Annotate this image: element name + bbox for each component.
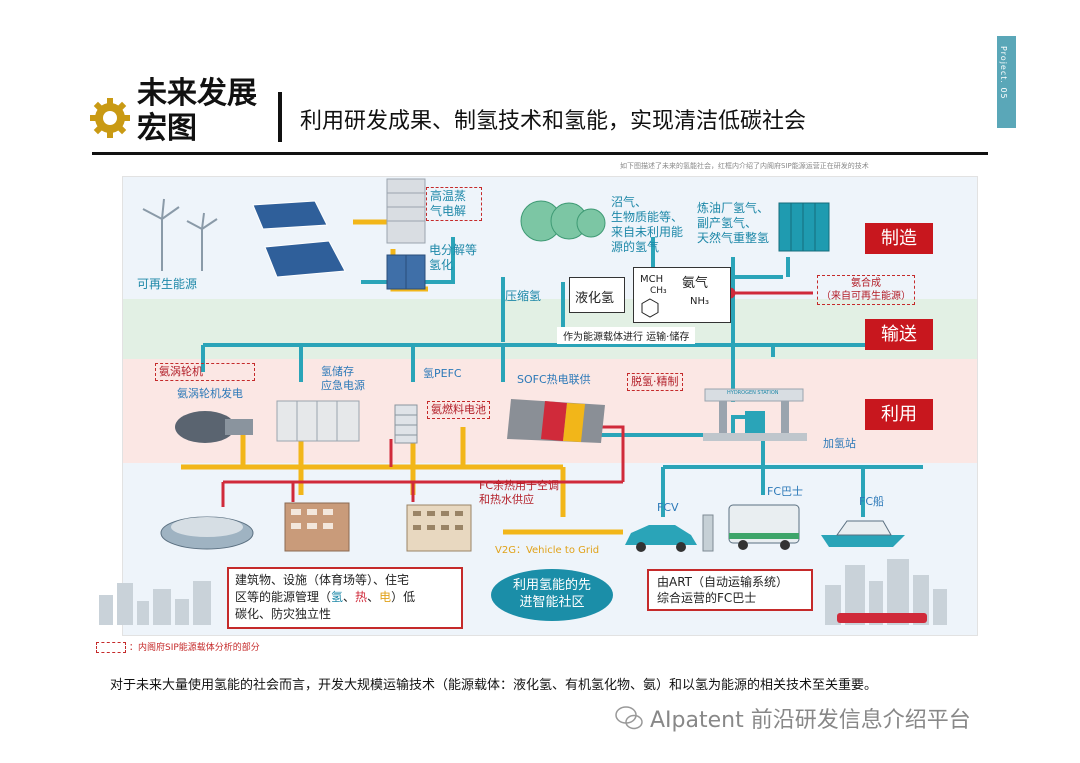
turbine-icon xyxy=(175,411,253,443)
steam-electrolysis-label: 高温蒸 气电解 xyxy=(426,187,482,221)
liquid-hydrogen-label: 液化氢 xyxy=(575,291,615,306)
hydrogen-society-diagram: 可再生能源 高温蒸 气电解 电分解等 氢化 沼气、 生物质能等、 来自未利用能 … xyxy=(99,176,978,636)
refinery-plant-icon xyxy=(778,202,830,252)
wechat-icon xyxy=(615,706,643,730)
legend-label: ：内阁府SIP能源载体分析的部分 xyxy=(129,643,260,653)
wind-turbine-icon xyxy=(142,198,218,271)
station-sign: HYDROGEN STATION xyxy=(727,390,779,396)
header-note: 如下图描述了未来的氢能社会，红框内介绍了内阁府SIP能源运营正在研发的技术 xyxy=(620,162,869,170)
city-skyline-left-icon xyxy=(99,581,211,625)
hydrogen-station-icon xyxy=(703,388,807,441)
hydrogen-station-label: 加氢站 xyxy=(823,437,856,450)
building-mgmt-line-2a: 区等的能源管理（ xyxy=(235,590,332,604)
gear-icon xyxy=(90,98,130,138)
storage-unit-icon xyxy=(276,400,360,442)
refinery-label: 炼油厂氢气、 副产氢气、 天然气重整氢 xyxy=(697,201,770,245)
nh3-label: NH₃ xyxy=(690,296,710,307)
sep-2: 、 xyxy=(367,590,380,604)
art-bus-label: 由ART（自动运输系统） 综合运营的FC巴士 xyxy=(657,575,789,605)
electrolyzer-cube-icon xyxy=(386,254,426,290)
sep-1: 、 xyxy=(343,590,356,604)
ammonia-synthesis-label: 氨合成 （来自可再生能源） xyxy=(817,275,915,305)
fuel-cell-icon xyxy=(394,404,418,444)
carrier-label: 作为能源载体进行 运输·储存 xyxy=(557,327,696,344)
electrolyzer-tower-icon xyxy=(386,178,426,244)
fc-ship-label: FC船 xyxy=(859,495,885,508)
project-tab: Project. 05 xyxy=(997,36,1016,128)
building-mgmt-line-2: 区等的能源管理（氢、热、电）低 xyxy=(235,589,455,606)
watermark: AIpatent 前沿研发信息介绍平台 xyxy=(650,708,971,733)
fcv-car-icon xyxy=(625,525,697,552)
charging-post-icon xyxy=(702,514,714,552)
office-building-icon xyxy=(284,502,350,552)
ammonia-label: 氨气 xyxy=(682,276,709,291)
compressed-hydrogen-label: 压缩氢 xyxy=(505,289,542,303)
page-title: 未来发展宏图 xyxy=(137,76,257,146)
fc-bus-icon xyxy=(728,504,800,550)
section-badge-use: 利用 xyxy=(865,399,933,430)
gas-tank-icon xyxy=(520,200,606,242)
storage-label: 氢储存 应急电源 xyxy=(321,365,365,392)
v2g-label: V2G：Vehicle to Grid xyxy=(495,545,600,556)
section-badge-make: 制造 xyxy=(865,223,933,254)
fcv-label: FCV xyxy=(657,501,679,514)
footer-text: 对于未来大量使用氢能的社会而言，开发大规模运输技术（能源载体：液化氢、有机氢化物… xyxy=(110,678,878,693)
project-tab-label: Project. 05 xyxy=(999,46,1008,100)
mch-label: MCH xyxy=(640,274,664,285)
fc-bus-label: FC巴士 xyxy=(767,485,804,498)
turbine-power-label: 氨涡轮机发电 xyxy=(177,387,243,400)
building-management-box: 建筑物、设施（体育场等）、住宅 区等的能源管理（氢、热、电）低 碳化、防灾独立性 xyxy=(227,567,463,629)
band-transport xyxy=(123,299,977,359)
biogas-label: 沼气、 生物质能等、 来自未利用能 源的氢气 xyxy=(611,195,684,254)
hydrogen-char: 氢 xyxy=(331,590,344,604)
section-badge-transport: 输送 xyxy=(865,319,933,350)
heat-char: 热 xyxy=(355,590,368,604)
header-rule xyxy=(92,152,988,155)
art-bus-box: 由ART（自动运输系统） 综合运营的FC巴士 xyxy=(647,569,813,611)
building-mgmt-line-2b: ）低 xyxy=(391,590,416,604)
sofc-unit-icon xyxy=(507,399,605,443)
fc-ship-icon xyxy=(821,520,905,547)
apartment-icon xyxy=(406,504,472,552)
electrolysis-label: 电分解等 氢化 xyxy=(429,243,478,272)
legend: ：内阁府SIP能源载体分析的部分 xyxy=(96,640,260,653)
title-divider xyxy=(278,92,282,142)
stadium-icon xyxy=(160,516,254,550)
ammonia-fuel-cell-label: 氨燃料电池 xyxy=(427,401,490,419)
building-mgmt-line-1: 建筑物、设施（体育场等）、住宅 xyxy=(235,573,410,587)
liquid-hydrogen-box: 液化氢 xyxy=(569,277,625,313)
sofc-label: SOFC热电联供 xyxy=(517,373,591,386)
solar-panel-icon xyxy=(252,200,346,278)
power-char: 电 xyxy=(379,590,392,604)
building-mgmt-line-3: 碳化、防灾独立性 xyxy=(235,607,332,621)
legend-dashed-box xyxy=(96,642,126,653)
pefc-label: 氢PEFC xyxy=(423,367,462,380)
ammonia-turbine-label: 氨涡轮机 xyxy=(155,363,255,381)
page-subtitle: 利用研发成果、制氢技术和氢能，实现清洁低碳社会 xyxy=(300,109,807,134)
benzene-ring-icon xyxy=(641,298,659,318)
renewable-label: 可再生能源 xyxy=(137,277,198,291)
dehydrogenation-label: 脱氢·精制 xyxy=(627,373,683,391)
city-skyline-right-icon xyxy=(825,559,947,625)
smart-community-ellipse: 利用氢能的先 进智能社区 xyxy=(491,569,613,621)
ch3-label: CH₃ xyxy=(650,286,667,296)
fc-heat-label: FC余热用于空调 和热水供应 xyxy=(479,479,560,506)
carrier-box: MCH CH₃ 氨气 NH₃ xyxy=(633,267,731,323)
